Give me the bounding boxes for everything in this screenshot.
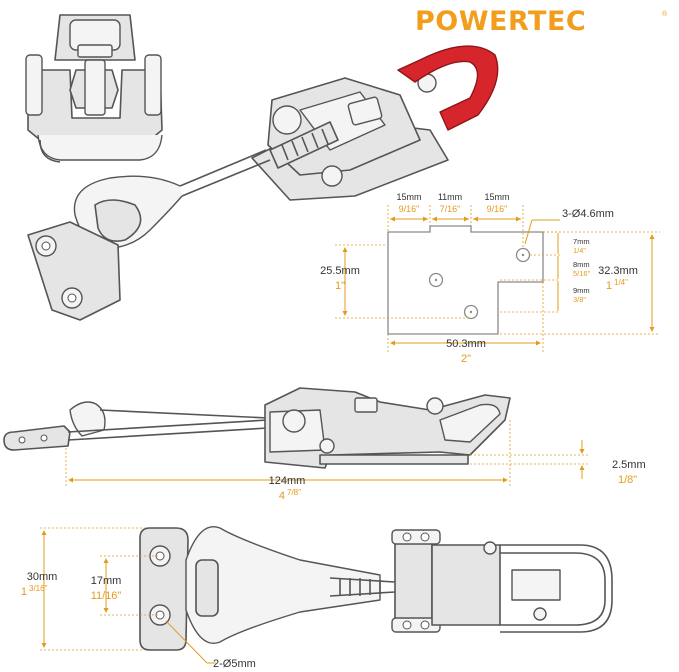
side-view-illustration [3,387,511,469]
side-view-dimensions: 124mm 4 7/8" 2.5mm 1/8" [65,420,646,502]
right-span-2-metric: 8mm [573,260,590,269]
top-span-1-imperial: 9/16" [399,204,420,214]
overall-length-imperial-frac: 7/8" [287,488,301,497]
top-view-illustration [139,526,613,651]
top-span-3-metric: 15mm [484,192,509,202]
right-span-3-imperial: 3/8" [573,295,586,304]
registered-mark: ® [662,10,668,18]
brand-name: POWERTEC [415,6,586,37]
plate-width-metric: 50.3mm [446,338,486,350]
brand-logo: POWERTEC ® [415,6,668,37]
handle-grip-red [397,45,499,131]
top-span-2-imperial: 7/16" [440,204,461,214]
total-height-metric: 32.3mm [598,265,638,277]
plate-width-imperial: 2" [461,353,471,365]
top-span-2-metric: 11mm [438,192,462,202]
right-span-1-metric: 7mm [573,237,590,246]
thickness-imperial: 1/8" [618,474,637,486]
total-height-imperial-whole: 1 [606,280,612,292]
base-plate-diagram: 15mm 9/16" 11mm 7/16" 15mm 9/16" 3-Ø4.6m… [320,192,660,365]
hole-spacing-imperial: 11/16" [91,590,122,602]
top-span-3-imperial: 9/16" [487,204,508,214]
total-height-imperial-frac: 1/4" [614,278,628,287]
top-width-imperial-whole: 1 [21,586,27,598]
plate-hole-callout: 3-Ø4.6mm [562,208,614,220]
overall-length-metric: 124mm [269,475,306,487]
right-span-1-imperial: 1/4" [573,246,586,255]
isometric-view-illustration [27,45,499,321]
overall-length-imperial-whole: 4 [279,490,285,502]
top-width-metric: 30mm [27,571,58,583]
front-view-illustration [25,14,163,163]
right-span-3-metric: 9mm [573,286,590,295]
left-height-metric: 25.5mm [320,265,360,277]
left-height-imperial: 1" [335,280,345,292]
right-span-2-imperial: 5/16" [573,269,591,278]
hole-spacing-metric: 17mm [91,575,122,587]
top-span-1-metric: 15mm [396,192,421,202]
thickness-metric: 2.5mm [612,459,646,471]
top-width-imperial-frac: 3/16" [29,584,48,593]
top-view-dimensions: 30mm 1 3/16" 17mm 11/16" 2-Ø5mm [21,527,256,670]
top-hole-callout: 2-Ø5mm [213,658,256,670]
